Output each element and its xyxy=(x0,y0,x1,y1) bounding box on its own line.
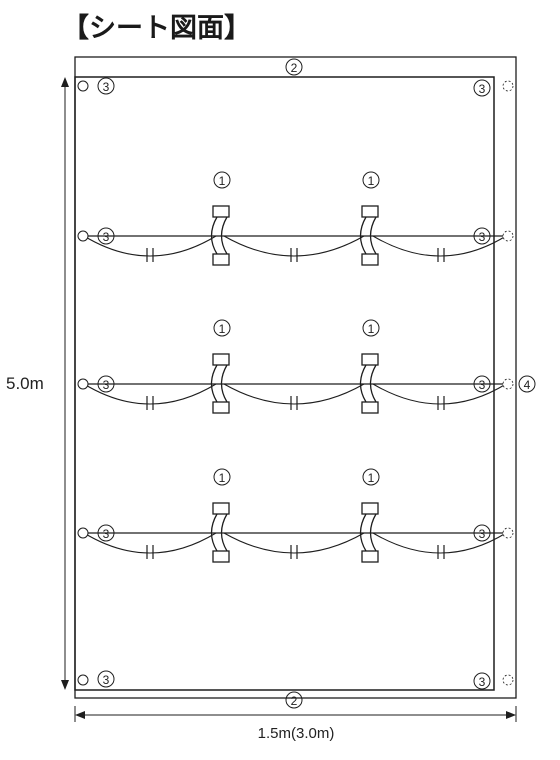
corner-bottom-left: 3 xyxy=(77,670,115,688)
svg-text:1: 1 xyxy=(368,471,375,485)
rope-tie-mark xyxy=(437,545,445,559)
svg-text:3: 3 xyxy=(479,230,486,244)
rope-tie-mark xyxy=(290,545,298,559)
svg-text:3: 3 xyxy=(103,378,110,392)
eyelet-left xyxy=(77,527,89,539)
rope-clamp xyxy=(210,502,230,563)
edge-label-bottom: 2 xyxy=(285,691,303,709)
corner-top-left: 3 xyxy=(77,77,115,95)
svg-text:3: 3 xyxy=(103,230,110,244)
svg-text:3: 3 xyxy=(103,527,110,541)
height-dimension: 5.0m xyxy=(6,77,69,690)
svg-text:3: 3 xyxy=(103,80,110,94)
rope-row-2: 3 3 1 1 xyxy=(77,319,514,414)
svg-text:3: 3 xyxy=(479,378,486,392)
svg-text:1: 1 xyxy=(219,174,226,188)
label-3-right: 3 xyxy=(473,524,491,542)
svg-text:1: 1 xyxy=(368,174,375,188)
rope-clamp xyxy=(359,502,379,563)
sheet-outline xyxy=(74,56,517,699)
rope-tie-mark xyxy=(146,248,154,262)
label-1: 1 xyxy=(213,171,231,189)
label-3-left: 3 xyxy=(97,375,115,393)
rope-clamp xyxy=(359,353,379,414)
rope-row-3: 3 3 1 1 xyxy=(77,468,514,563)
svg-text:2: 2 xyxy=(291,61,298,75)
corner-top-right: 3 xyxy=(473,79,514,97)
label-1: 1 xyxy=(362,468,380,486)
label-1: 1 xyxy=(362,171,380,189)
label-3-left: 3 xyxy=(97,524,115,542)
rope-clamp xyxy=(359,205,379,266)
rope-tie-mark xyxy=(290,396,298,410)
label-3-right: 3 xyxy=(473,375,491,393)
svg-text:1: 1 xyxy=(219,322,226,336)
label-3-left: 3 xyxy=(97,227,115,245)
rope-row-1: 3 3 1 1 xyxy=(77,171,514,266)
svg-text:3: 3 xyxy=(103,673,110,687)
label-3-right: 3 xyxy=(473,227,491,245)
label-1: 1 xyxy=(213,319,231,337)
width-label: 1.5m(3.0m) xyxy=(258,725,335,742)
svg-text:1: 1 xyxy=(368,322,375,336)
rope-tie-mark xyxy=(437,396,445,410)
svg-text:3: 3 xyxy=(479,675,486,689)
eyelet-right xyxy=(502,230,514,242)
width-dimension: 1.5m(3.0m) xyxy=(74,706,517,742)
svg-text:4: 4 xyxy=(524,378,531,392)
rope-tie-mark xyxy=(437,248,445,262)
rope-clamp xyxy=(210,353,230,414)
eyelet-left xyxy=(77,378,89,390)
rope-tie-mark xyxy=(146,545,154,559)
rope-tie-mark xyxy=(146,396,154,410)
edge-label-top: 2 xyxy=(285,58,303,76)
side-label-4: 4 xyxy=(518,375,536,393)
label-1: 1 xyxy=(362,319,380,337)
svg-text:3: 3 xyxy=(479,82,486,96)
height-label: 5.0m xyxy=(6,374,44,393)
rope-clamp xyxy=(210,205,230,266)
eyelet-right xyxy=(502,378,514,390)
label-1: 1 xyxy=(213,468,231,486)
drawing-title: 【シート図面】 xyxy=(62,13,251,44)
eyelet-left xyxy=(77,230,89,242)
svg-text:2: 2 xyxy=(291,694,298,708)
svg-text:1: 1 xyxy=(219,471,226,485)
rope-tie-mark xyxy=(290,248,298,262)
corner-bottom-right: 3 xyxy=(473,672,514,690)
svg-text:3: 3 xyxy=(479,527,486,541)
eyelet-right xyxy=(502,527,514,539)
